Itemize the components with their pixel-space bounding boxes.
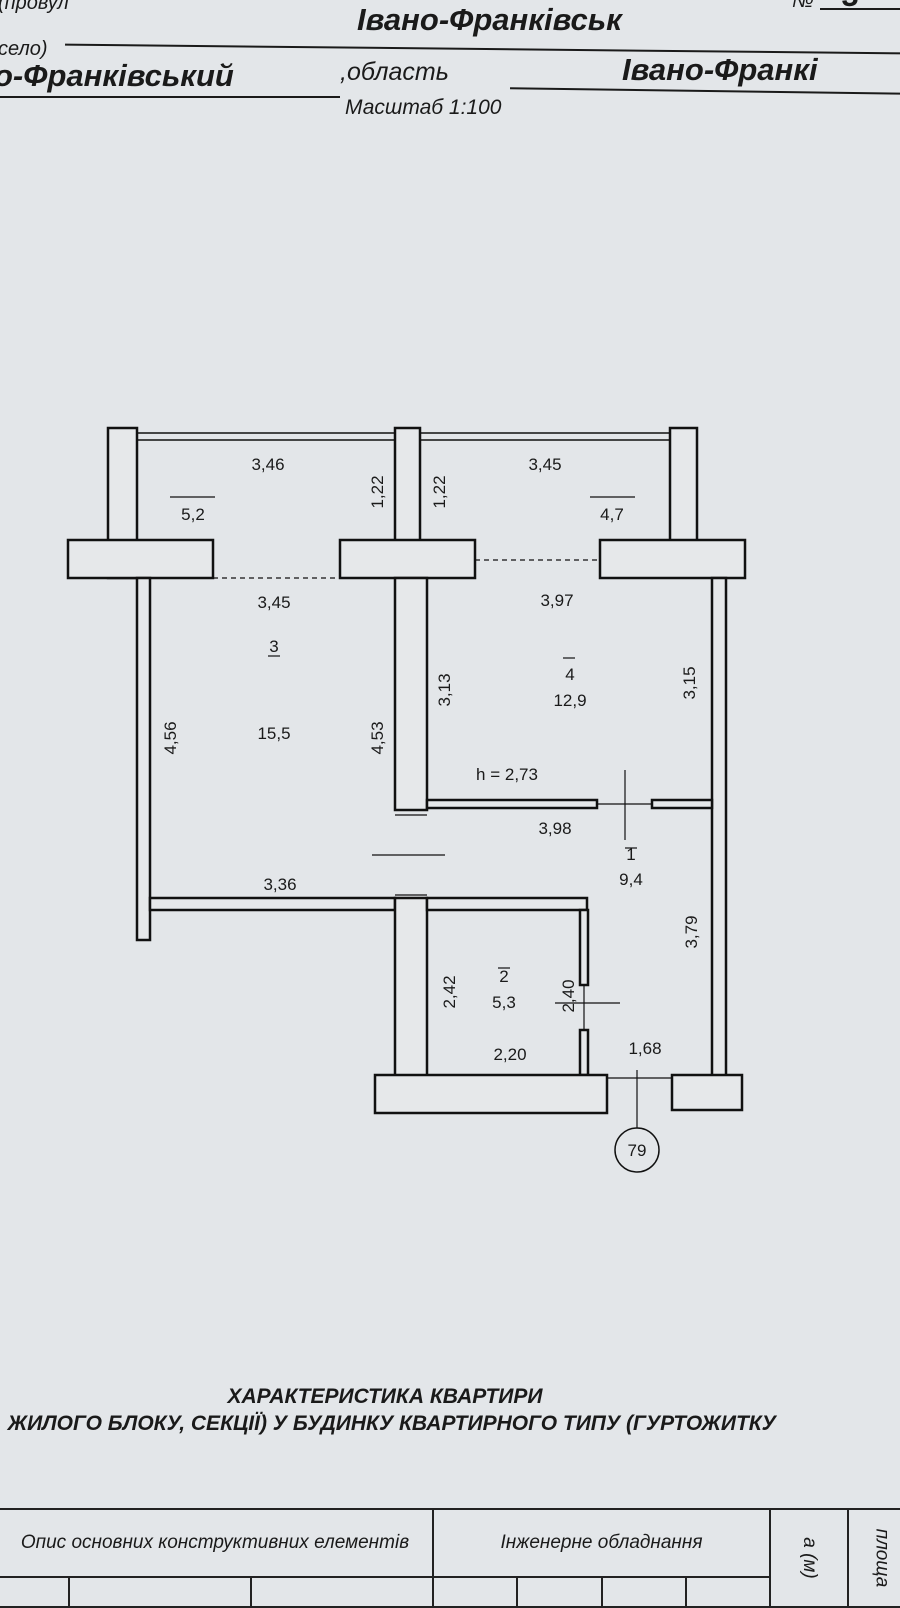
dim-room1-top: 3,98 xyxy=(538,819,571,838)
dim-room4-left: 3,13 xyxy=(435,673,454,706)
wall xyxy=(393,896,429,1080)
door-marks xyxy=(170,496,672,1128)
table-cell xyxy=(431,1576,519,1608)
characteristics-title: ХАРАКТЕРИСТИКА КВАРТИРИ xyxy=(227,1385,543,1408)
room3-area: 15,5 xyxy=(257,724,290,743)
region-value: Івано-Франкі xyxy=(622,52,818,87)
wall xyxy=(578,908,590,987)
wall xyxy=(670,1073,744,1112)
header-construction: Опис основних конструктивних елементів xyxy=(0,1508,434,1578)
underline xyxy=(0,96,340,98)
street-label: (провул xyxy=(0,0,69,14)
number-label: № xyxy=(792,0,814,12)
wall xyxy=(148,896,397,912)
table-cell xyxy=(0,1576,70,1608)
balcony-left-area: 5,2 xyxy=(181,505,205,524)
room1-number: 1 xyxy=(626,845,635,864)
room3-number: 3 xyxy=(269,637,278,656)
characteristics-table: Опис основних конструктивних елементів І… xyxy=(0,1508,900,1608)
balcony-rail xyxy=(137,432,670,441)
dim-room2-right: 2,40 xyxy=(559,979,578,1012)
walls xyxy=(66,426,747,1115)
table-cell xyxy=(516,1576,603,1608)
ceiling-height: h = 2,73 xyxy=(476,765,538,784)
room4-area: 12,9 xyxy=(553,691,586,710)
dim-room3-right: 4,53 xyxy=(368,721,387,754)
header-engineering: Інженерне обладнання xyxy=(431,1508,772,1578)
entrance-marker-circle xyxy=(614,1127,660,1173)
dim-balcony-left-width: 3,46 xyxy=(251,455,284,474)
dim-room1-right: 3,79 xyxy=(682,915,701,948)
dim-room2-bottom: 2,20 xyxy=(493,1045,526,1064)
wall xyxy=(66,538,215,580)
room1-area: 9,4 xyxy=(619,870,643,889)
region-label: ,область xyxy=(340,58,449,86)
room2-area: 5,3 xyxy=(492,993,516,1012)
wall xyxy=(598,538,747,580)
dim-room3-left: 4,56 xyxy=(161,721,180,754)
dim-room3-top: 3,45 xyxy=(257,593,290,612)
wall xyxy=(135,576,152,942)
table-cell xyxy=(68,1576,252,1608)
dim-room4-right: 3,15 xyxy=(680,666,699,699)
district-value: о-Франківський xyxy=(0,58,234,93)
scale-label: Масштаб 1:100 xyxy=(345,96,502,119)
floor-plan: 79 3,46 3,45 5,2 4,7 1,22 1,22 3,45 3,97… xyxy=(66,426,747,1173)
underline xyxy=(820,8,900,10)
city-value: Івано-Франківськ xyxy=(357,2,622,37)
header-height: а (м) xyxy=(769,1508,850,1608)
wall xyxy=(338,538,477,580)
dim-room4-top: 3,97 xyxy=(540,591,573,610)
dim-balcony-right-depth: 1,22 xyxy=(430,475,449,508)
dim-room1-bottom: 1,68 xyxy=(628,1039,661,1058)
wall xyxy=(668,426,699,550)
room4-number: 4 xyxy=(565,665,574,684)
wall xyxy=(393,576,429,812)
table-cell xyxy=(249,1576,434,1608)
dim-room3-bottom: 3,36 xyxy=(263,875,296,894)
wall xyxy=(710,576,728,1080)
characteristics-subtitle: , ЖИЛОГО БЛОКУ, СЕКЦІЇ) У БУДИНКУ КВАРТИ… xyxy=(0,1412,776,1435)
table-cell xyxy=(600,1576,687,1608)
header-height-text: а (м) xyxy=(799,1537,821,1579)
wall xyxy=(393,426,422,550)
wall xyxy=(650,798,714,810)
wall xyxy=(373,1073,609,1115)
table-cell xyxy=(684,1576,772,1608)
dim-balcony-left-depth: 1,22 xyxy=(368,475,387,508)
balcony-boundary xyxy=(213,559,600,579)
header-area-text: площа xyxy=(871,1528,893,1588)
dim-balcony-right-width: 3,45 xyxy=(528,455,561,474)
wall xyxy=(425,798,599,810)
dim-room2-left: 2,42 xyxy=(440,975,459,1008)
balcony-right-area: 4,7 xyxy=(600,505,624,524)
wall xyxy=(425,896,589,912)
room2-number: 2 xyxy=(499,967,508,986)
header-area: площа xyxy=(847,1508,900,1608)
settlement-label: село) xyxy=(0,38,48,60)
entrance-marker: 79 xyxy=(628,1141,647,1160)
wall xyxy=(578,1028,590,1077)
